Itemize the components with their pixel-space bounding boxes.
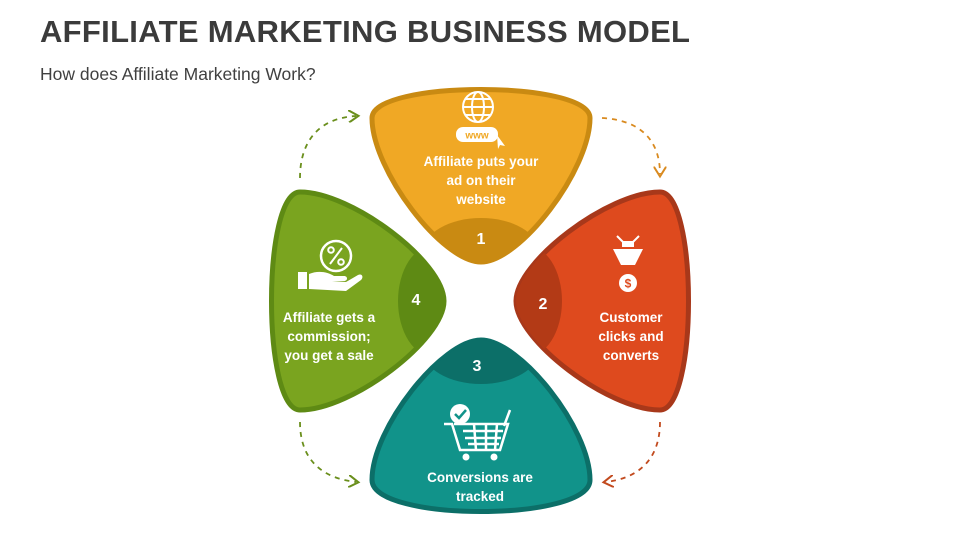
shopping-cart-check-icon bbox=[444, 404, 512, 461]
hand-percent-icon bbox=[298, 239, 363, 291]
step-number-2: 2 bbox=[538, 296, 548, 313]
connector-arrow-4-to-1 bbox=[299, 116, 356, 179]
www-globe-icon: www bbox=[456, 91, 505, 149]
funnel-dollar-icon: $ bbox=[613, 235, 643, 292]
connector-arrow-2-to-3 bbox=[606, 421, 661, 482]
petal-step-1 bbox=[369, 87, 593, 265]
step-number-4: 4 bbox=[411, 292, 421, 309]
step-text-2: Customer clicks and converts bbox=[598, 310, 664, 363]
svg-text:www: www bbox=[464, 131, 489, 142]
step-text-1: Affiliate puts your ad on their website bbox=[423, 154, 539, 207]
page-subtitle: How does Affiliate Marketing Work? bbox=[40, 64, 316, 84]
page-title: AFFILIATE MARKETING BUSINESS MODEL bbox=[40, 14, 691, 49]
svg-text:$: $ bbox=[625, 277, 632, 291]
step-text-4: Affiliate gets a commission; you get a s… bbox=[282, 310, 376, 363]
connector-arrow-3-to-4 bbox=[299, 421, 356, 482]
petal-step-2 bbox=[513, 189, 691, 413]
step-text-3: Conversions are tracked bbox=[427, 470, 533, 504]
step-number-1: 1 bbox=[476, 231, 486, 248]
step-number-3: 3 bbox=[472, 358, 482, 375]
petal-step-4 bbox=[269, 189, 447, 413]
connector-arrow-1-to-2 bbox=[601, 117, 660, 174]
petal-step-3 bbox=[369, 337, 593, 514]
